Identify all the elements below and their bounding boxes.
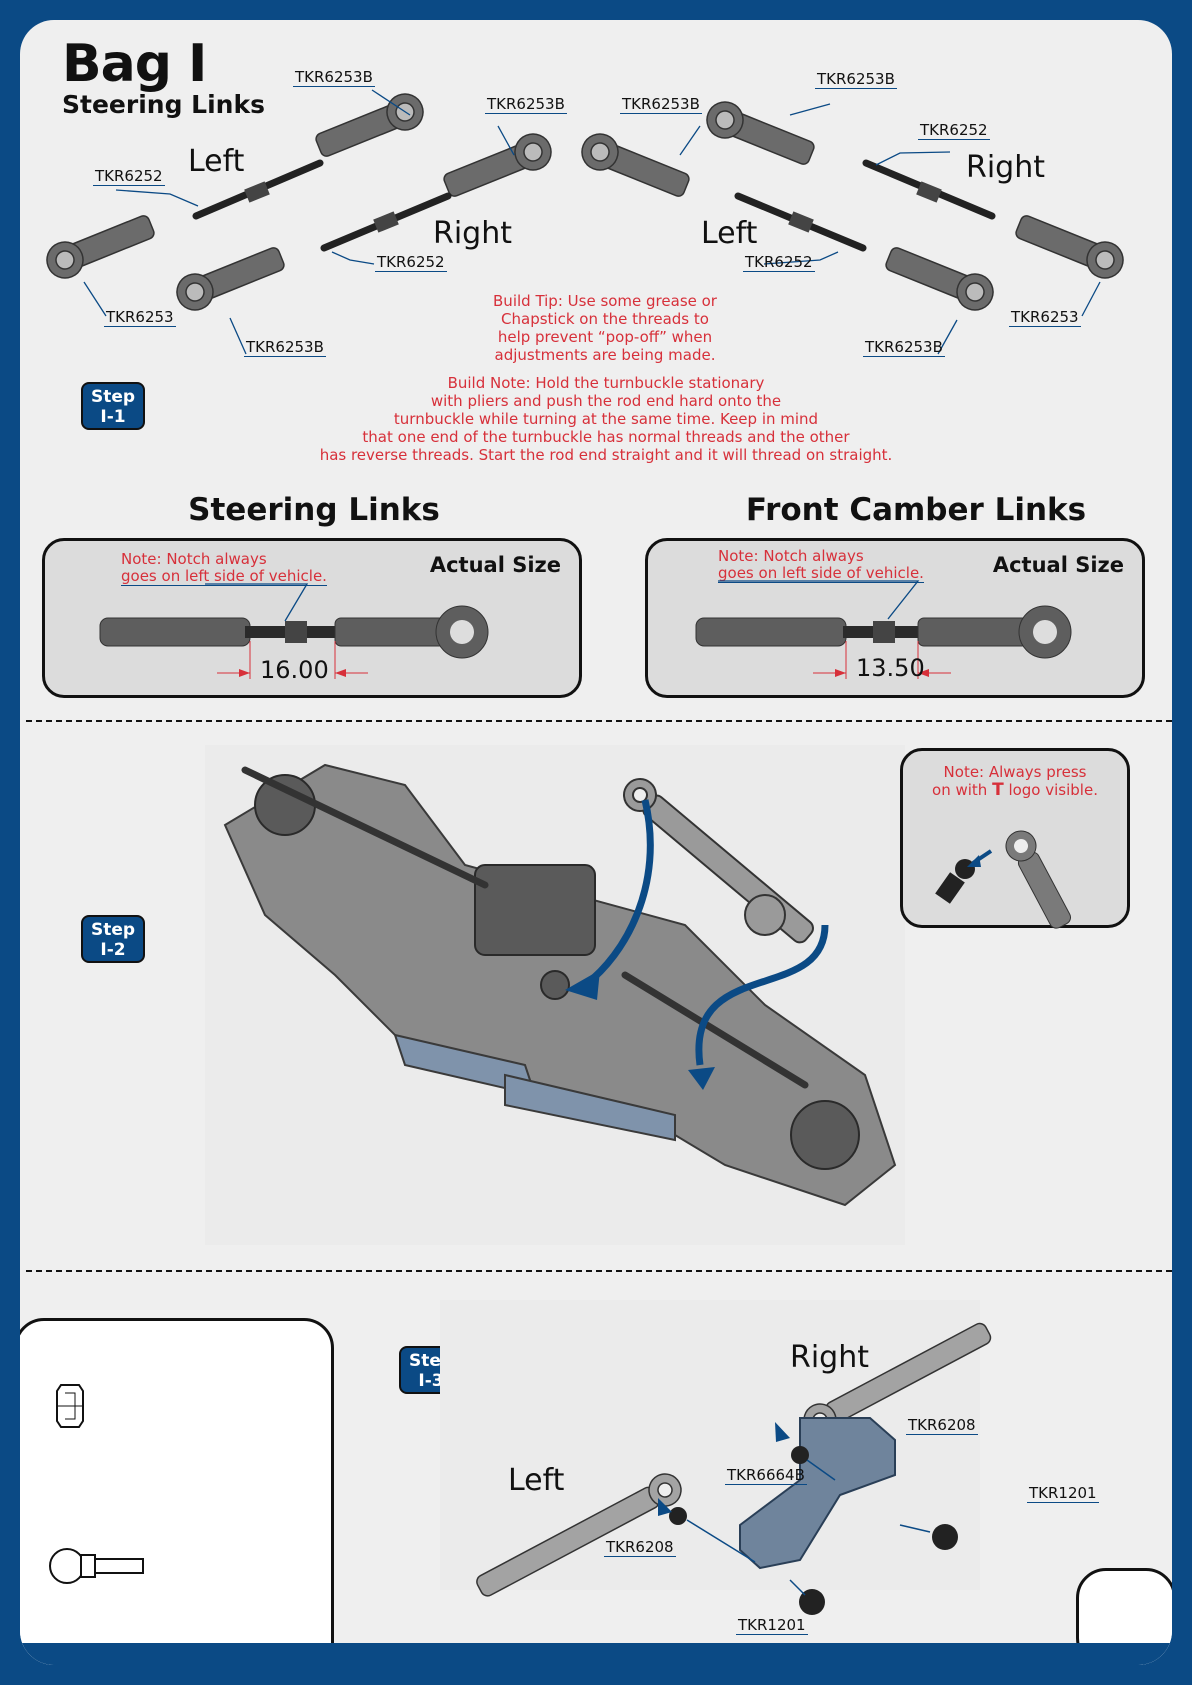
bag-title: Bag I [62, 34, 207, 94]
rod-end-parts-illustration [46, 89, 1124, 355]
step-badge-number: I-3 [418, 1371, 444, 1391]
step-badge-text: Step [90, 387, 136, 407]
notch-note-line: Note: Notch always [121, 550, 267, 568]
rod-end-8 [1015, 215, 1124, 279]
part-label: TKR6253B [863, 338, 945, 357]
notch-note: Note: Notch always goes on left side of … [121, 551, 327, 586]
section-divider [26, 720, 1172, 722]
build-note-line: with pliers and push the rod end hard on… [430, 392, 782, 410]
bottom-blue-bar [20, 1643, 1172, 1665]
bellcrank-assembly-illustration [440, 1300, 992, 1615]
dimension-value: 13.50 [856, 654, 925, 682]
side-label-right: Right [433, 216, 512, 251]
notch-note-line: Note: Notch always [718, 547, 864, 565]
camber-link-actual-size-box: Note: Notch always goes on left side of … [645, 538, 1145, 698]
t-logo-glyph: T [992, 780, 1004, 800]
build-note-line: has reverse threads. Start the rod end s… [319, 446, 893, 464]
notch-note-line: goes on left side of vehicle. [121, 567, 327, 585]
build-note-line: turnbuckle while turning at the same tim… [393, 410, 819, 428]
build-note: Build Note: Hold the turnbuckle stationa… [316, 374, 896, 464]
rod-end-5 [581, 133, 690, 197]
build-tip: Build Tip: Use some grease or Chapstick … [455, 292, 755, 364]
section-subtitle: Steering Links [62, 90, 265, 119]
part-label: TKR6252 [93, 167, 165, 186]
build-tip-line: adjustments are being made. [494, 346, 716, 364]
rod-end-3 [315, 93, 424, 157]
press-logo-note-box: Note: Always press on with T logo visibl… [900, 748, 1130, 929]
actual-size-label: Actual Size [992, 553, 1124, 577]
camber-link-drawing [695, 580, 1072, 679]
press-note-text: on with [932, 781, 993, 799]
rod-end-6 [706, 101, 815, 165]
build-tip-line: Chapstick on the threads to [501, 310, 709, 328]
ball-stud-icon [49, 1548, 144, 1584]
build-note-line: Build Note: Hold the turnbuckle stationa… [447, 374, 765, 392]
hardware-callout-box [20, 1318, 334, 1665]
press-note-line: Note: Always press [943, 763, 1087, 781]
build-tip-line: Build Tip: Use some grease or [493, 292, 717, 310]
build-note-line: that one end of the turnbuckle has norma… [362, 428, 850, 446]
rod-end-2 [176, 247, 285, 311]
dimension-value: 16.00 [260, 656, 329, 684]
front-assembly-illustration [205, 745, 905, 1245]
section-divider [26, 1270, 1172, 1272]
step-badge-i1: Step I-1 [81, 382, 145, 430]
part-label: TKR1201 [736, 1616, 808, 1635]
part-label: TKR6253B [485, 95, 567, 114]
notch-note-line: goes on left side of vehicle. [718, 564, 924, 582]
side-label-left: Left [188, 144, 245, 179]
part-label: TKR6208 [906, 1416, 978, 1435]
camber-links-title: Front Camber Links [745, 492, 1087, 528]
step-badge-text: Step [90, 920, 136, 940]
press-note-text: logo visible. [1003, 781, 1098, 799]
step-badge-i2: Step I-2 [81, 915, 145, 963]
press-note-line: on with T logo visible. [903, 781, 1127, 799]
rod-end-1 [46, 215, 155, 279]
part-label: TKR6253B [620, 95, 702, 114]
press-logo-note: Note: Always press on with T logo visibl… [903, 763, 1127, 799]
part-label: TKR6253B [293, 68, 375, 87]
steering-link-drawing [99, 583, 489, 679]
locknut-icon [56, 1384, 84, 1428]
part-label: TKR6252 [918, 121, 990, 140]
notch-note: Note: Notch always goes on left side of … [718, 548, 924, 583]
step-badge-number: I-2 [100, 940, 126, 960]
part-label: TKR6252 [743, 253, 815, 272]
part-label: TKR6208 [604, 1538, 676, 1557]
side-label-left: Left [701, 216, 758, 251]
rod-end-7 [885, 247, 994, 311]
manual-page: Bag I Steering Links TKR6253B [20, 20, 1172, 1665]
steering-link-actual-size-box: Note: Notch always goes on left side of … [42, 538, 582, 698]
rod-end-4 [443, 133, 552, 197]
steering-links-title: Steering Links [188, 492, 440, 528]
ball-stud-rod-end-drawing [935, 830, 1071, 929]
part-label: TKR6253B [244, 338, 326, 357]
side-label-right: Right [966, 150, 1045, 185]
part-label: TKR6253 [104, 308, 176, 327]
actual-size-label: Actual Size [429, 553, 561, 577]
part-label: TKR1201 [1027, 1484, 1099, 1503]
part-label: TKR6253 [1009, 308, 1081, 327]
part-label: TKR6664B [725, 1466, 807, 1485]
side-label-right: Right [790, 1340, 869, 1375]
part-label: TKR6252 [375, 253, 447, 272]
part-label: TKR6253B [815, 70, 897, 89]
step-badge-number: I-1 [100, 407, 126, 427]
build-tip-line: help prevent “pop-off” when [497, 328, 713, 346]
side-label-left: Left [508, 1463, 565, 1498]
